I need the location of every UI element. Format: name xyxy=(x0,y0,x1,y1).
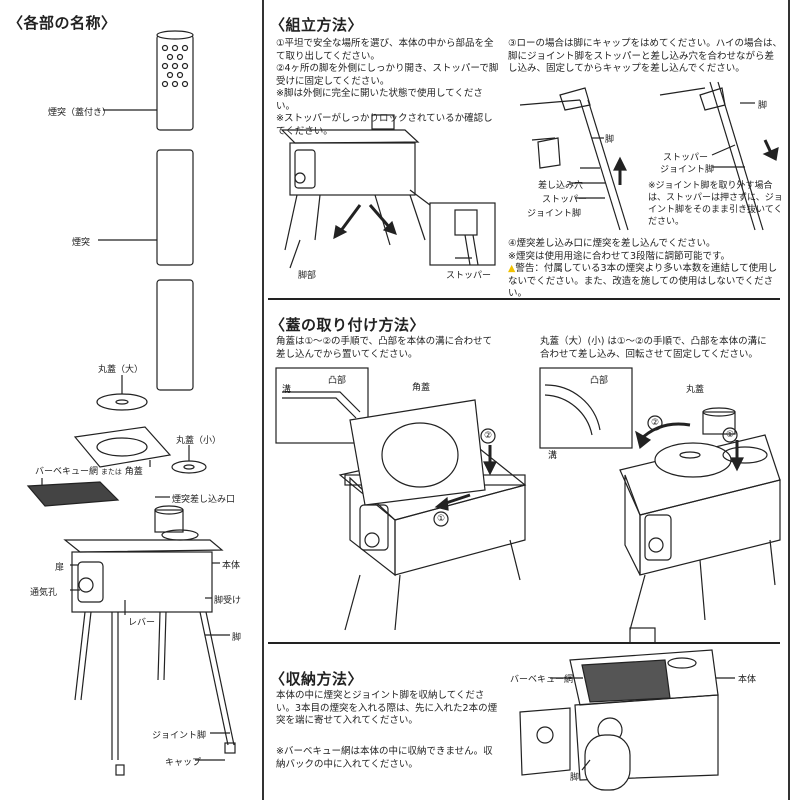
label-insert-hole: 差し込み穴 xyxy=(538,181,584,191)
label-door: 扉 xyxy=(55,563,65,573)
label-groove-2: 溝 xyxy=(548,451,558,461)
step-marker-1: ① xyxy=(437,514,446,524)
square-lid-instructions: 角蓋は①～②の手順で、凸部を本体の溝に合わせて差し込んでから置いてください。 xyxy=(276,336,493,360)
assembly-step-1: ①平坦で安全な場所を選び、本体の中から部品を全て取り出してください。 xyxy=(276,38,494,62)
assembly-step-2: ②4ヶ所の脚を外側にしっかり開き、ストッパーで脚受けに固定してください。 xyxy=(276,63,499,87)
label-square-lid: 角蓋 xyxy=(412,383,431,393)
label-lever: レバー xyxy=(128,618,156,628)
label-cap: キャップ xyxy=(165,758,202,768)
label-stopper-2: ストッパー xyxy=(542,195,588,205)
warning-icon: ▲ xyxy=(508,263,516,274)
parts-title: 〈各部の名称〉 xyxy=(8,14,117,32)
assembly-title: 〈組立方法〉 xyxy=(270,16,364,34)
label-protrusion-1: 凸部 xyxy=(328,376,347,386)
label-protrusion-2: 凸部 xyxy=(590,376,609,386)
label-leg-storage: 脚 xyxy=(570,773,580,783)
assembly-note-2: ※ストッパーがしっかりロックされているか確認してください。 xyxy=(276,113,493,137)
label-bbq-net-storage: バーベキュー網 xyxy=(510,675,574,685)
assembly-step-4: ④煙突差し込み口に煙突を差し込んでください。 xyxy=(508,238,716,249)
label-body: 本体 xyxy=(222,561,241,571)
label-leg-part: 脚部 xyxy=(298,271,317,281)
storage-note: ※バーベキュー網は本体の中に収納できません。収納バックの中に入れてください。 xyxy=(276,746,493,770)
assembly-instructions: ①平坦で安全な場所を選び、本体の中から部品を全て取り出してください。 ②4ヶ所の… xyxy=(276,38,501,138)
label-round-lid-small: 丸蓋（小） xyxy=(176,436,222,446)
step-marker-2b: ② xyxy=(651,418,660,428)
step-marker-1b: ① xyxy=(726,430,735,440)
warning-text: 付属している3本の煙突より多い本数を連結して使用しないでください。また、改造を施… xyxy=(508,263,778,299)
label-stopper-3: ストッパー xyxy=(663,153,709,163)
round-lid-instructions: 丸蓋（大）(小) は①～②の手順で、凸部を本体の溝に合わせて差し込み、回転させて… xyxy=(540,336,767,360)
lid-title: 〈蓋の取り付け方法〉 xyxy=(270,316,426,334)
assembly-step-4-block: ④煙突差し込み口に煙突を差し込んでください。 ※煙突は使用用途に合わせて3段階に… xyxy=(508,238,783,301)
divider-2 xyxy=(268,642,780,644)
warning-label: 警告： xyxy=(515,263,544,274)
assembly-note-3: ※煙突は使用用途に合わせて3段階に調節可能です。 xyxy=(508,250,731,262)
label-leg-step3: 脚 xyxy=(605,135,615,145)
assembly-note-1: ※脚は外側に完全に開いた状態で使用してください。 xyxy=(276,88,483,112)
label-square-lid: 角蓋 xyxy=(124,467,143,477)
storage-title: 〈収納方法〉 xyxy=(270,670,364,688)
divider xyxy=(268,298,780,300)
chimney-cap-drawing xyxy=(26,30,236,776)
label-bbq-net: バーベキュー網 xyxy=(35,467,99,477)
storage-instructions: 本体の中に煙突とジョイント脚を収納してください。3本目の煙突を入れる際は、先に入… xyxy=(276,690,498,726)
label-joint-leg-1: ジョイント脚 xyxy=(527,209,582,219)
step-marker-2: ② xyxy=(484,431,493,441)
label-chimney-inlet: 煙突差し込み口 xyxy=(172,495,236,505)
assembly-step-3: ③ローの場合は脚にキャップをはめてください。ハイの場合は、脚にジョイント脚をスト… xyxy=(508,38,783,74)
label-round-lid: 丸蓋 xyxy=(686,385,705,395)
label-joint-leg: ジョイント脚 xyxy=(152,731,207,741)
warning: ▲警告：付属している3本の煙突より多い本数を連結して使用しないでください。また、… xyxy=(508,263,783,301)
label-leg-step3-b: 脚 xyxy=(758,101,768,111)
label-or: または xyxy=(100,468,122,476)
right-border xyxy=(788,0,790,800)
label-leg: 脚 xyxy=(232,633,242,643)
label-chimney-cap: 煙突（蓋付き） xyxy=(48,108,112,118)
label-leg-receiver: 脚受け xyxy=(214,596,242,606)
label-bbq-net-or-square-lid: バーベキュー網 または 角蓋 xyxy=(35,464,143,477)
label-vent: 通気孔 xyxy=(30,588,58,598)
label-stopper-1: ストッパー xyxy=(446,271,492,281)
label-groove-1: 溝 xyxy=(282,385,292,395)
label-round-lid-large: 丸蓋（大） xyxy=(98,365,144,375)
label-joint-leg-2: ジョイント脚 xyxy=(660,165,715,175)
joint-removal-note: ※ジョイント脚を取り外す場合は、ストッパーは押さずに、ジョイント脚をそのまま引き… xyxy=(648,181,783,227)
label-body-storage: 本体 xyxy=(738,675,757,685)
label-chimney: 煙突 xyxy=(72,238,91,248)
parts-panel xyxy=(0,0,264,800)
